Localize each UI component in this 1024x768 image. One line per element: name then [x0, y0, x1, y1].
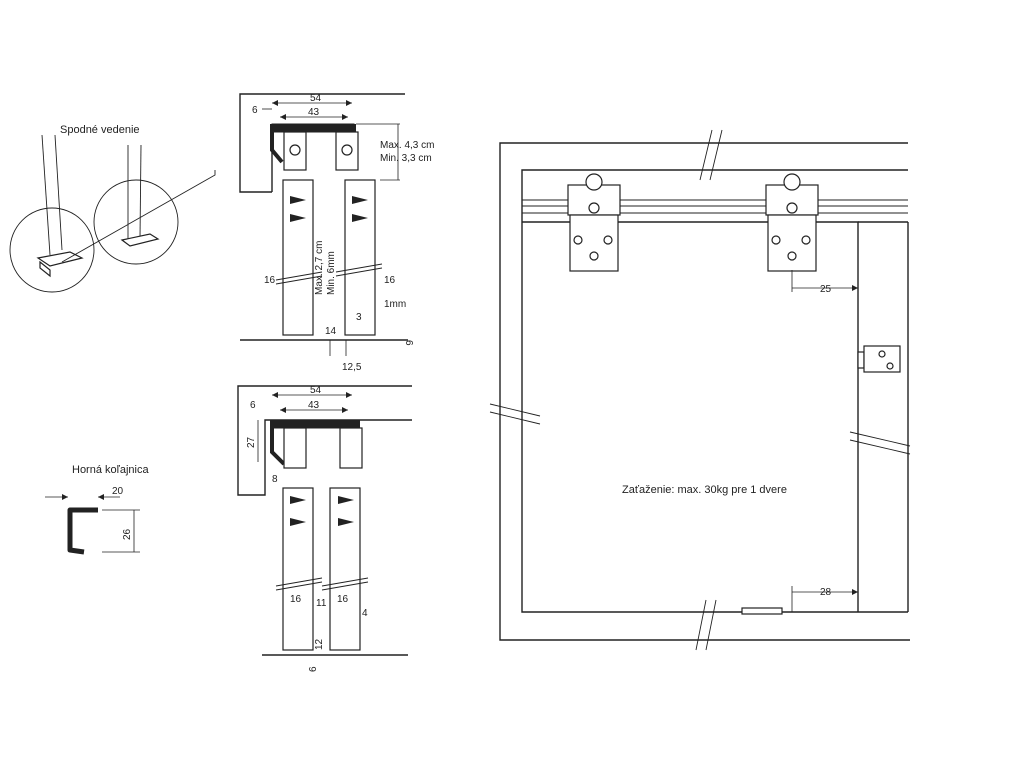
- front-dim-28: 28: [820, 587, 832, 598]
- bot-dim-16-left: 16: [290, 594, 302, 605]
- bot-dim-43: 43: [308, 400, 320, 411]
- top-rail-profile: Horná koľajnica 20 26: [45, 464, 149, 555]
- floor-guide: [741, 607, 783, 615]
- gap-max: Max. 4,3 cm: [380, 140, 434, 151]
- top-dim-3: 3: [356, 312, 362, 323]
- top-rail-label: Horná koľajnica: [72, 464, 149, 476]
- bot-dim-6: 6: [250, 400, 256, 411]
- top-dim-6: 6: [252, 105, 258, 116]
- bottom-guide-circle-right: [93, 179, 179, 265]
- top-dim-43: 43: [308, 107, 320, 118]
- bot-dim-4: 4: [362, 608, 368, 619]
- top-dim-6-bottom: 6: [403, 340, 414, 346]
- bottom-cross-section: 54 43 6 27 8 16 11 16 4 12 6: [237, 385, 412, 672]
- bot-dim-12: 12: [314, 638, 325, 650]
- top-dim-16-left: 16: [264, 275, 276, 286]
- top-dim-12-5: 12,5: [342, 362, 362, 373]
- bot-dim-11: 11: [316, 598, 327, 609]
- rail-width-dim: 20: [112, 486, 124, 497]
- top-dim-14: 14: [325, 326, 337, 337]
- front-dim-25: 25: [820, 284, 832, 295]
- top-dim-16-right: 16: [384, 275, 396, 286]
- gap-min: Min. 3,3 cm: [380, 153, 432, 164]
- bottom-guide-detail: Spodné vedenie: [9, 124, 216, 293]
- top-dim-1mm: 1mm: [384, 299, 406, 310]
- bot-dim-54: 54: [310, 385, 322, 396]
- door-min: Min. 6mm: [326, 251, 337, 295]
- bot-dim-16-right: 16: [337, 594, 349, 605]
- bot-dim-27: 27: [246, 436, 257, 448]
- door-stopper: [863, 345, 901, 373]
- bottom-guide-label: Spodné vedenie: [60, 124, 140, 136]
- bottom-guide-circle-left: [9, 207, 95, 293]
- top-dim-54: 54: [310, 93, 322, 104]
- front-view: 25 28 Zaťaženie: max. 30kg pre 1 dvere: [489, 129, 911, 651]
- load-label: Zaťaženie: max. 30kg pre 1 dvere: [622, 484, 787, 496]
- bot-dim-6-bottom: 6: [308, 666, 319, 672]
- door-max: Max. 2,7 cm: [314, 241, 325, 295]
- bot-dim-8: 8: [272, 474, 278, 485]
- rail-height-dim: 26: [122, 528, 133, 540]
- top-cross-section: 54 43 6 Max. 4,3 cm Min. 3,3 cm Max: [239, 93, 434, 373]
